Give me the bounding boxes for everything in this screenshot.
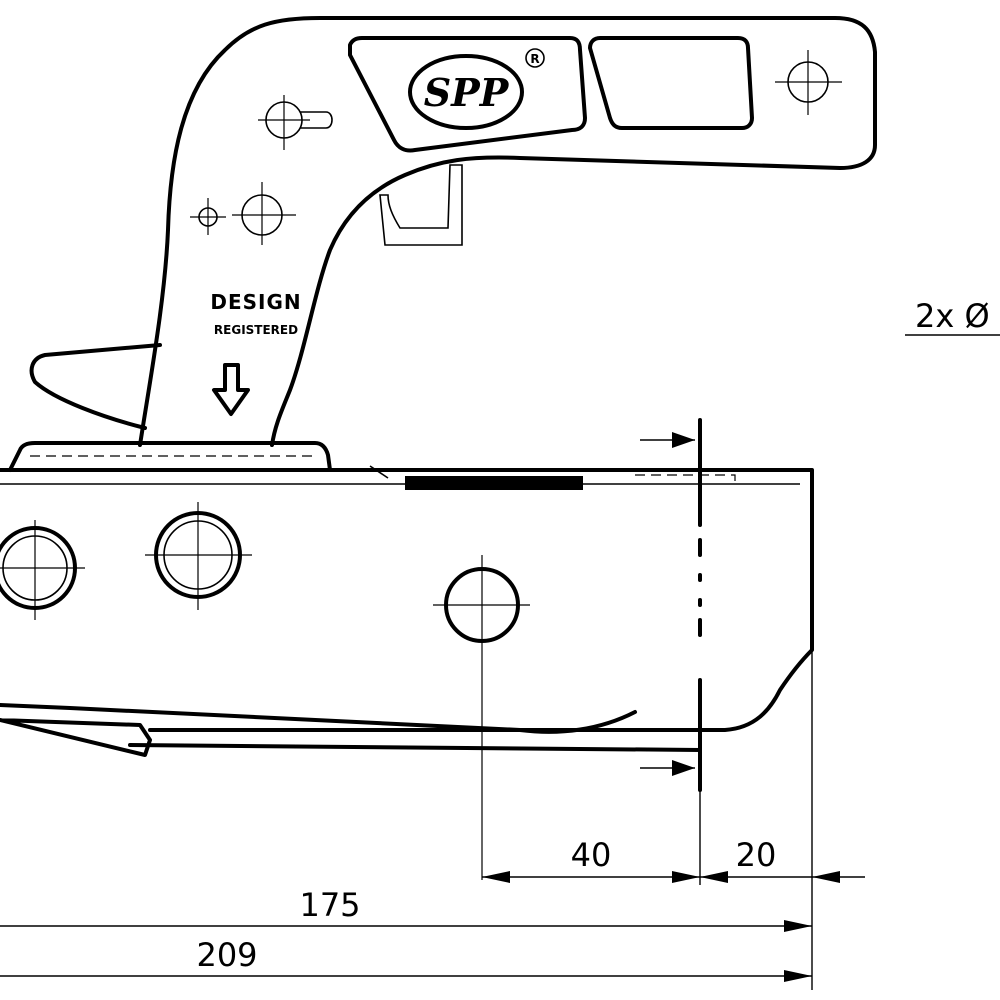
housing	[0, 441, 814, 757]
registered-label: REGISTERED	[214, 323, 298, 337]
handle	[29, 16, 877, 447]
dimension-20: 20	[736, 836, 777, 874]
handle-holes	[190, 50, 842, 245]
dimension-175: 175	[299, 886, 360, 924]
housing-holes	[0, 502, 530, 880]
registered-mark: R	[530, 52, 539, 66]
design-label: DESIGN	[210, 290, 301, 314]
dimensions: 40 20 175 209 2x Ø	[0, 297, 1000, 990]
dimension-40: 40	[571, 836, 612, 874]
spp-logo: SPP R	[408, 48, 545, 130]
hole-callout: 2x Ø	[915, 297, 990, 335]
section-cut-line	[640, 418, 702, 792]
dimension-209: 209	[196, 936, 257, 974]
logo-text: SPP	[424, 70, 510, 115]
down-arrow-icon	[212, 363, 250, 416]
